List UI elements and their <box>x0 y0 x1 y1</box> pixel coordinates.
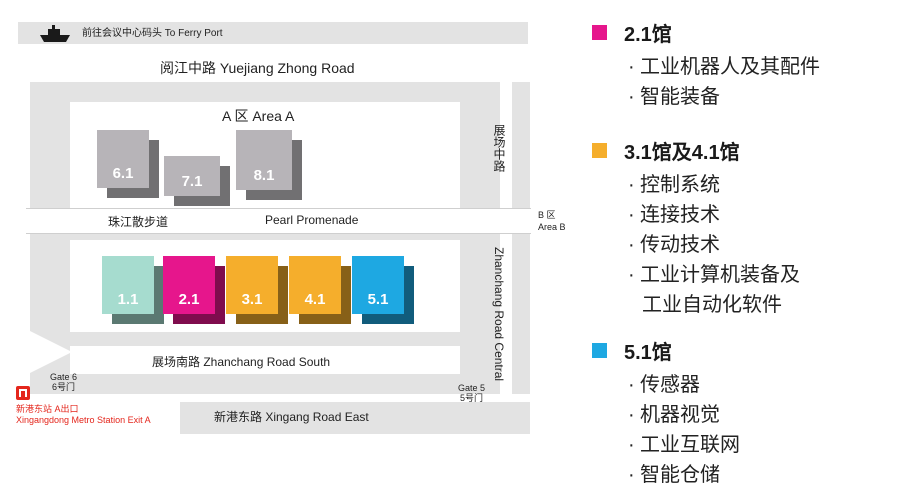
gate5-cn: 5号门 <box>460 393 484 403</box>
legend-swatch <box>592 343 607 358</box>
legend-item: 工业自动化软件 <box>642 288 782 317</box>
legend-item-text: 传感器 <box>640 374 700 396</box>
venue-map: 前往会议中心码头 To Ferry Port 阅江中路 Yuejiang Zho… <box>16 22 566 434</box>
legend-swatch <box>592 143 607 158</box>
metro-icon <box>16 386 30 400</box>
hall-6-1[interactable]: 6.1 <box>97 130 159 198</box>
legend-swatch <box>592 25 607 40</box>
ferry-road <box>18 22 528 44</box>
ferry-label: 前往会议中心码头 To Ferry Port <box>82 28 223 39</box>
hall-face: 4.1 <box>289 256 341 314</box>
metro-en: Xingangdong Metro Station Exit A <box>16 415 151 425</box>
ferry-icon <box>40 25 70 42</box>
legend-item-text: 智能装备 <box>640 86 720 108</box>
legend-item-text: 工业互联网 <box>640 434 740 456</box>
hall-label: 7.1 <box>181 173 203 190</box>
legend-item: ·工业机器人及其配件 <box>628 50 820 79</box>
pearl-promenade-cn: 珠江散步道 <box>108 215 169 229</box>
legend-item-text: 工业机器人及其配件 <box>640 56 820 78</box>
south-road-band <box>70 346 460 374</box>
legend-item-text: 连接技术 <box>640 204 720 226</box>
legend-item: ·工业互联网 <box>628 428 740 457</box>
road-label-bottom: 新港东路 Xingang Road East <box>214 410 369 424</box>
legend-title: 5.1馆 <box>624 342 672 364</box>
bullet: · <box>628 174 635 196</box>
legend-heading: 5.1馆 <box>592 336 672 365</box>
hall-face: 7.1 <box>164 156 220 196</box>
bullet: · <box>628 464 635 486</box>
bullet: · <box>628 264 635 286</box>
xingang-road <box>180 402 530 434</box>
hall-face: 8.1 <box>236 130 292 190</box>
legend-item-text: 智能仓储 <box>640 464 720 486</box>
hall-label: 1.1 <box>117 291 139 308</box>
hall-label: 5.1 <box>367 291 389 308</box>
bullet: · <box>628 374 635 396</box>
legend-heading: 2.1馆 <box>592 18 672 47</box>
legend-item-text: 工业计算机装备及 <box>640 264 800 286</box>
legend-item: ·控制系统 <box>628 168 720 197</box>
hall-face: 1.1 <box>102 256 154 314</box>
hall-face: 3.1 <box>226 256 278 314</box>
legend-title: 2.1馆 <box>624 24 672 46</box>
pearl-promenade-band <box>26 208 531 234</box>
legend-item-text: 传动技术 <box>640 234 720 256</box>
gate6-en: Gate 6 <box>50 372 78 382</box>
legend-item-text: 机器视觉 <box>640 404 720 426</box>
hall-label: 4.1 <box>304 291 326 308</box>
metro-cn: 新港东站 A出口 <box>16 404 79 414</box>
road-label-right-upper: 展场中路 <box>492 124 506 172</box>
bullet: · <box>628 404 635 426</box>
hall-face: 6.1 <box>97 130 149 188</box>
legend-heading: 3.1馆及4.1馆 <box>592 136 740 165</box>
area-a-label: A 区 Area A <box>222 108 295 124</box>
gate6-wedge <box>28 330 72 374</box>
bullet: · <box>628 234 635 256</box>
legend-item: ·智能装备 <box>628 80 720 109</box>
area-b-cn: B 区 <box>538 210 556 220</box>
bullet: · <box>628 204 635 226</box>
hall-label: 3.1 <box>241 291 263 308</box>
legend-item-text: 控制系统 <box>640 174 720 196</box>
legend-item: ·传动技术 <box>628 228 720 257</box>
hall-face: 5.1 <box>352 256 404 314</box>
legend-item: ·传感器 <box>628 368 700 397</box>
hall-8-1[interactable]: 8.1 <box>236 130 302 200</box>
hall-7-1[interactable]: 7.1 <box>164 156 230 206</box>
hall-4-1[interactable]: 4.1 <box>289 256 351 324</box>
area-b-en: Area B <box>538 222 566 232</box>
hall-label: 8.1 <box>253 167 275 184</box>
hall-label: 6.1 <box>112 165 134 182</box>
road-label-south: 展场南路 Zhanchang Road South <box>152 355 331 369</box>
hall-1-1[interactable]: 1.1 <box>102 256 164 324</box>
hall-3-1[interactable]: 3.1 <box>226 256 288 324</box>
zhanchang-central-road <box>512 82 530 394</box>
gate5-en: Gate 5 <box>458 383 486 393</box>
road-label-top: 阅江中路 Yuejiang Zhong Road <box>160 60 355 76</box>
hall-label: 2.1 <box>178 291 200 308</box>
legend-item-text: 工业自动化软件 <box>642 294 782 316</box>
legend-title: 3.1馆及4.1馆 <box>624 142 740 164</box>
hall-5-1[interactable]: 5.1 <box>352 256 414 324</box>
hall-2-1[interactable]: 2.1 <box>163 256 225 324</box>
gate6-cn: 6号门 <box>52 382 76 392</box>
pearl-promenade-en: Pearl Promenade <box>265 213 359 227</box>
legend-item: ·工业计算机装备及 <box>628 258 800 287</box>
legend-item: ·智能仓储 <box>628 458 720 487</box>
bullet: · <box>628 86 635 108</box>
road-label-right-lower: Zhanchang Road Central <box>492 247 506 382</box>
bullet: · <box>628 434 635 456</box>
legend-item: ·连接技术 <box>628 198 720 227</box>
bullet: · <box>628 56 635 78</box>
legend-item: ·机器视觉 <box>628 398 720 427</box>
hall-face: 2.1 <box>163 256 215 314</box>
